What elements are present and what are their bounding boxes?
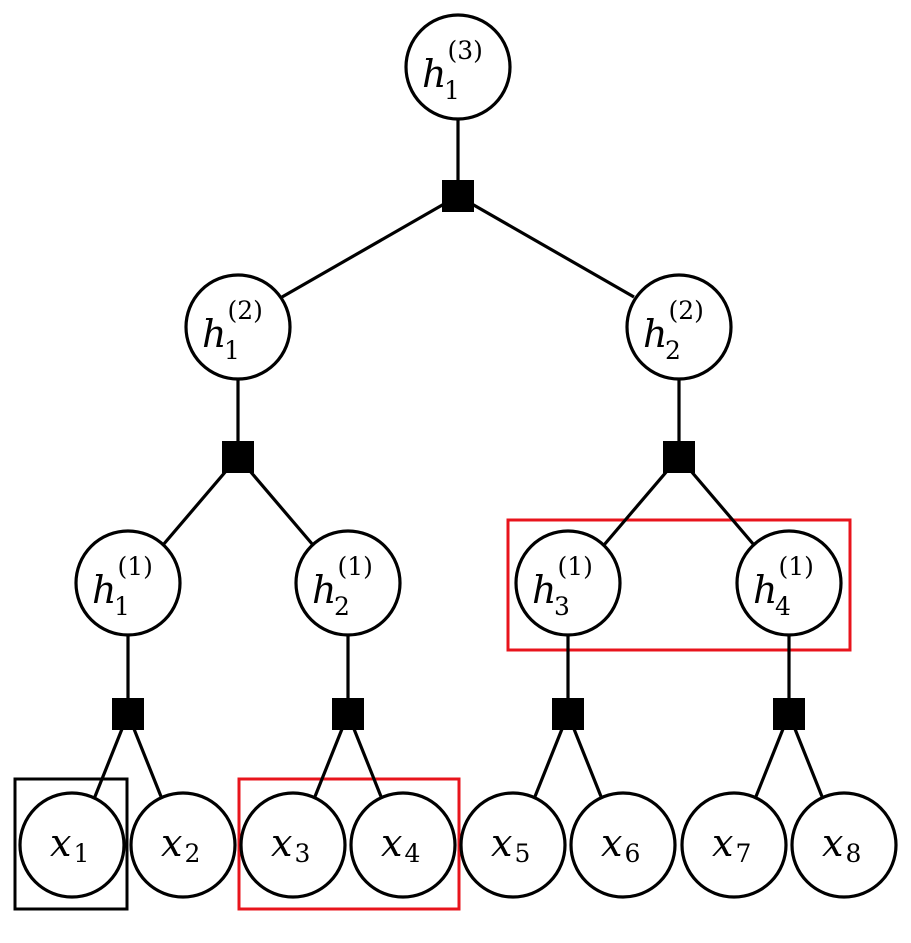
svg-text:1: 1 (114, 592, 130, 621)
svg-text:x8: x8 (822, 821, 861, 868)
factor-node-top (442, 180, 474, 212)
node-h1-3: h(1) 3 (514, 529, 622, 637)
node-x4: x4 (349, 791, 457, 899)
svg-text:x6: x6 (601, 821, 640, 868)
svg-text:h(1): h(1) (532, 552, 593, 612)
node-h3-1: h(3) 1 (404, 13, 512, 121)
factor-node-left (222, 441, 254, 473)
factor-node-right (663, 441, 695, 473)
svg-text:3: 3 (554, 592, 570, 621)
svg-text:x2: x2 (161, 821, 200, 868)
highlight-box-x1 (13, 777, 129, 911)
svg-text:x7: x7 (712, 821, 751, 868)
svg-text:h(2): h(2) (202, 296, 263, 356)
highlight-box-x3-x4 (237, 777, 461, 911)
svg-text:h(1): h(1) (312, 552, 373, 612)
factor-node-3 (552, 698, 584, 730)
node-h1-4: h(1) 4 (735, 529, 843, 637)
svg-text:2: 2 (334, 592, 350, 621)
factor-node-2 (332, 698, 364, 730)
node-h1-2: h(1) 2 (294, 529, 402, 637)
node-x7: x7 (680, 791, 788, 899)
node-x5: x5 (459, 791, 567, 899)
svg-text:x3: x3 (271, 821, 310, 868)
svg-text:4: 4 (775, 592, 791, 621)
svg-text:h(1): h(1) (92, 552, 153, 612)
svg-text:2: 2 (665, 336, 681, 365)
edge-factor-h2_1 (281, 194, 459, 299)
node-x8: x8 (790, 791, 898, 899)
node-x3: x3 (239, 791, 347, 899)
svg-text:h(1): h(1) (753, 552, 814, 612)
factor-node-1 (112, 698, 144, 730)
svg-text:x4: x4 (381, 821, 420, 868)
node-x1: x1 (18, 791, 126, 899)
svg-text:1: 1 (224, 336, 240, 365)
factor-node-4 (773, 698, 805, 730)
node-x6: x6 (569, 791, 677, 899)
svg-text:h(3): h(3) (422, 36, 483, 96)
node-h2-1: h(2) 1 (184, 273, 292, 381)
edge-factor-h2_2 (457, 194, 635, 299)
node-x2: x2 (129, 791, 237, 899)
svg-text:x5: x5 (491, 821, 530, 868)
svg-text:h(2): h(2) (643, 296, 704, 356)
node-h1-1: h(1) 1 (74, 529, 182, 637)
node-h2-2: h(2) 2 (625, 273, 733, 381)
svg-text:x1: x1 (50, 821, 89, 868)
highlight-box-h3-h4 (506, 518, 852, 652)
svg-text:1: 1 (444, 76, 460, 105)
